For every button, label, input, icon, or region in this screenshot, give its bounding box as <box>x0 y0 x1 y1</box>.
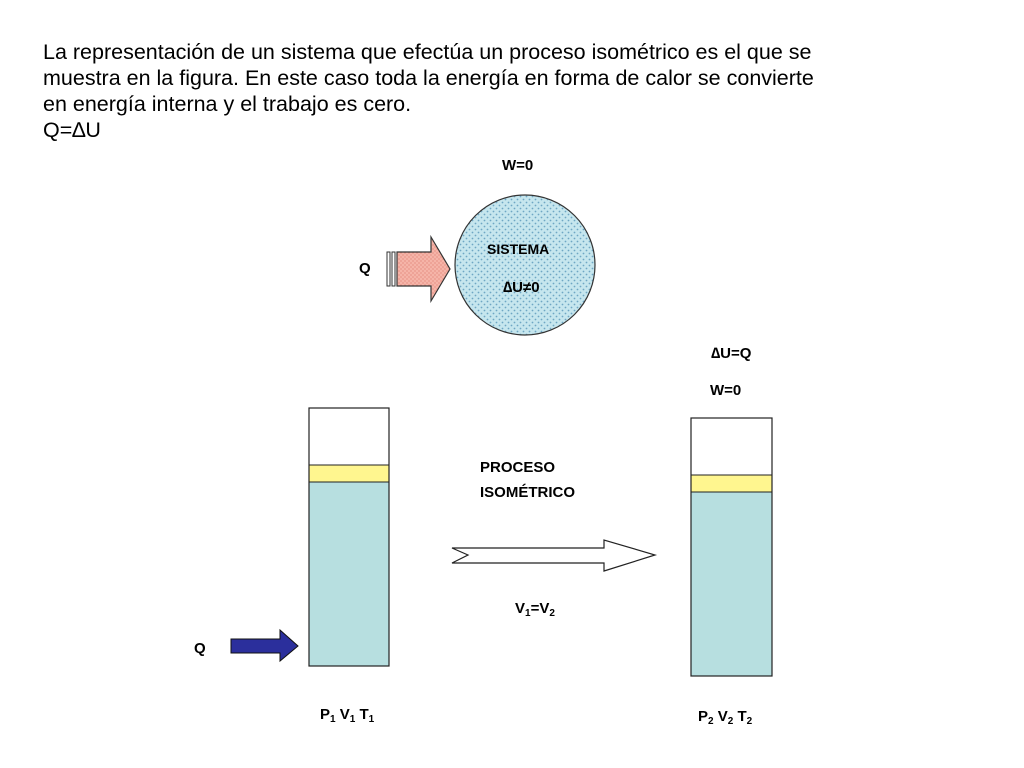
piston-final <box>691 475 772 492</box>
process-arrow <box>451 539 658 572</box>
initial-state-label: P1 V1 T1 <box>320 706 375 725</box>
system-work-label: W=0 <box>502 157 534 174</box>
heat-arrow-system <box>386 234 451 304</box>
final-energy-label: ∆U=Q <box>711 345 752 362</box>
intro-line-2: muestra en la figura. En este caso toda … <box>43 66 814 90</box>
intro-line-3: en energía interna y el trabajo es cero. <box>43 92 412 116</box>
gas-final <box>691 492 772 676</box>
cylinder-final <box>690 417 773 677</box>
piston-initial <box>309 465 389 482</box>
intro-equation: Q=∆U <box>43 118 101 142</box>
system-energy-label: ∆U≠0 <box>503 279 540 296</box>
process-title-line1: PROCESO <box>480 459 556 476</box>
gas-initial <box>309 482 389 666</box>
intro-paragraph: La representación de un sistema que efec… <box>43 39 983 143</box>
volume-equality: V1=V2 <box>515 600 555 619</box>
system-circle <box>454 194 596 336</box>
final-state-label: P2 V2 T2 <box>698 708 753 727</box>
initial-heat-label: Q <box>194 640 206 657</box>
system-name: SISTEMA <box>487 241 550 257</box>
system-heat-label: Q <box>359 260 371 277</box>
final-work-label: W=0 <box>710 382 742 399</box>
intro-line-1: La representación de un sistema que efec… <box>43 40 812 64</box>
heat-arrow-cylinder <box>230 628 299 663</box>
cylinder-initial <box>308 407 390 667</box>
process-title-line2: ISOMÉTRICO <box>480 484 576 501</box>
